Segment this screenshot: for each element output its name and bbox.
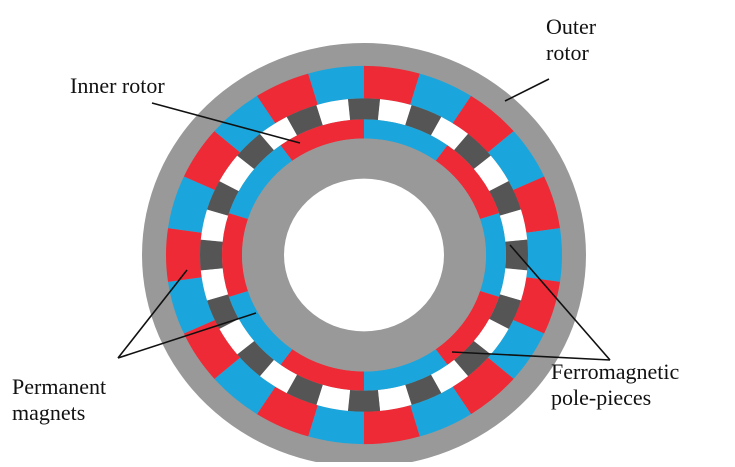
pole-piece-spacer [316, 384, 351, 411]
pole-piece [200, 239, 223, 271]
outer-magnet-segment [308, 65, 364, 105]
leader-permanent-magnets-b [117, 312, 257, 359]
pole-piece [489, 181, 521, 216]
pole-piece-spacer [473, 318, 509, 355]
outer-magnet-segment [214, 357, 276, 415]
label-permanent-magnets: Permanent magnets [12, 374, 106, 426]
label-outer-rotor: Outer rotor [546, 14, 596, 66]
pole-piece-spacer [259, 359, 298, 394]
pole-piece-spacer [499, 209, 528, 242]
inner-magnet-segment [280, 119, 364, 161]
pole-piece [505, 239, 528, 271]
inner-magnet-segment [435, 145, 500, 219]
leader-inner-rotor [151, 102, 301, 144]
label-inner-rotor-line1: Inner rotor [70, 73, 165, 98]
leader-lines [117, 78, 611, 361]
pole-piece-spacer [430, 116, 469, 151]
pole-piece [405, 105, 442, 136]
label-inner-rotor: Inner rotor [70, 73, 165, 99]
outer-magnet-segment [410, 73, 472, 124]
pole-piece-spacer [316, 99, 351, 126]
outer-magnet-segment [410, 386, 472, 437]
label-outer-rotor-line2: rotor [546, 40, 589, 65]
outer-magnet-segment [487, 320, 545, 379]
leader-outer-rotor [504, 78, 550, 102]
outer-magnet-segment [452, 95, 514, 153]
pole-piece [237, 133, 274, 169]
pole-piece [489, 294, 521, 329]
outer-magnet-segment [487, 131, 545, 190]
label-pole-pieces: Ferromagnetic pole-pieces [551, 359, 679, 411]
leader-permanent-magnets-a [117, 269, 188, 359]
pole-piece-spacer [430, 359, 469, 394]
outer-magnet-segment [513, 277, 560, 334]
pole-piece-spacer [219, 318, 255, 355]
outer-magnet-segment [256, 386, 318, 437]
pole-piece [237, 341, 274, 377]
leader-pole-pieces-a [509, 244, 611, 361]
label-permanent-magnets-line2: magnets [12, 400, 86, 425]
outer-magnet-segment [166, 228, 202, 282]
pole-piece [286, 374, 323, 405]
pole-piece [347, 389, 381, 412]
outer-magnet-segment [364, 405, 420, 445]
pole-piece-spacer [377, 384, 412, 411]
outer-magnet-segment [168, 176, 215, 233]
inner-magnet-segment [364, 119, 448, 161]
inner-magnet-segment [480, 213, 506, 297]
outer-magnet-segment [364, 65, 420, 105]
label-pole-pieces-line1: Ferromagnetic [551, 359, 680, 384]
inner-magnet-segment [228, 145, 293, 219]
pole-piece [405, 374, 442, 405]
pole-piece [286, 105, 323, 136]
pole-piece-spacer [377, 99, 412, 126]
pole-piece [207, 181, 239, 216]
leader-pole-pieces-b [451, 351, 611, 361]
pole-piece [454, 341, 491, 377]
pole-piece [454, 133, 491, 169]
pole-piece-spacer [219, 155, 255, 192]
outer-magnet-segment [214, 95, 276, 153]
inner-magnet-segment [228, 291, 293, 365]
inner-rotor-bore [284, 178, 444, 332]
outer-magnet-segment [526, 228, 562, 282]
inner-magnet-segment [280, 349, 364, 391]
pole-piece-spacer [499, 268, 528, 301]
pole-piece [207, 294, 239, 329]
label-outer-rotor-line1: Outer [546, 14, 597, 39]
pole-piece-spacer [200, 209, 229, 242]
gear-rings [142, 43, 586, 467]
pole-piece-spacer [200, 268, 229, 301]
label-permanent-magnets-line1: Permanent [12, 374, 107, 399]
outer-magnet-segment [183, 131, 241, 190]
outer-magnet-segment [452, 357, 514, 415]
pole-piece-spacer [259, 116, 298, 151]
inner-magnet-segment [364, 349, 448, 391]
outer-magnet-segment [168, 277, 215, 334]
pole-piece-spacer [473, 155, 509, 192]
label-pole-pieces-line2: pole-pieces [551, 385, 652, 410]
outer-magnet-segment [308, 405, 364, 445]
inner-magnet-segment [221, 213, 248, 297]
pole-piece [347, 98, 381, 121]
outer-magnet-segment [256, 73, 318, 124]
outer-magnet-segment [513, 176, 560, 233]
outer-magnet-segment [183, 320, 241, 379]
inner-magnet-segment [435, 291, 500, 365]
